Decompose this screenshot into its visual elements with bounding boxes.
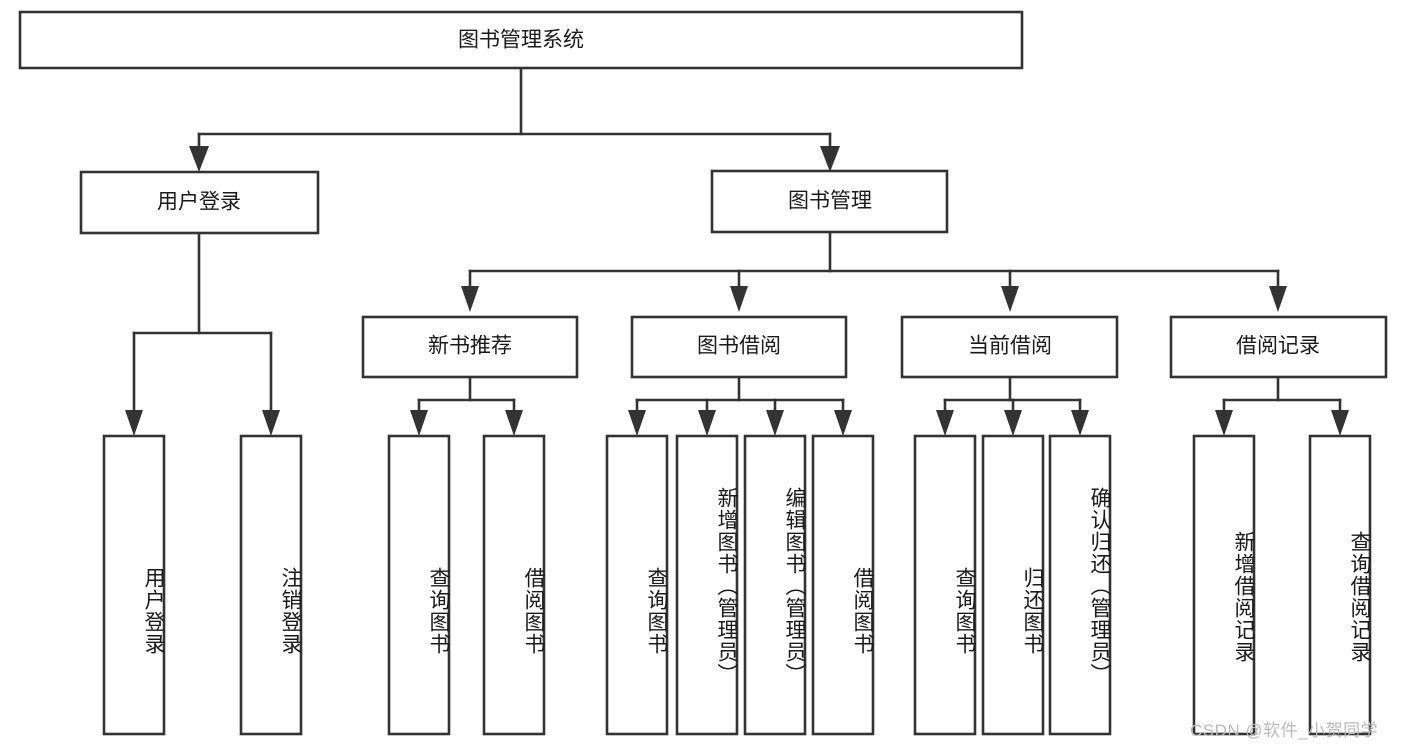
node-leaf-borrow-book-2-box[interactable] [811, 434, 875, 736]
arrow-to-new-book-rec [461, 286, 479, 312]
watermark-text: CSDN @软件_小贺同学 [1190, 721, 1379, 740]
arrow-to-book-borrow [730, 286, 748, 312]
connector-group-new-book-rec [410, 375, 523, 436]
arrow-to-leaf-borrow-book-1 [505, 410, 523, 436]
arrow-to-leaf-query-book-1 [410, 410, 428, 436]
node-book-borrow-box[interactable] [630, 315, 848, 379]
node-leaf-user-login-box[interactable] [102, 434, 166, 736]
node-leaf-query-book-3-box[interactable] [913, 434, 977, 736]
node-leaf-logout-box[interactable] [239, 434, 303, 736]
node-root-label: 图书管理系统 [458, 29, 584, 52]
node-current-borrow[interactable]: 当前借阅 [900, 315, 1119, 379]
connector-group-current-borrow [936, 375, 1089, 436]
arrow-to-leaf-query-book-2 [628, 410, 646, 436]
arrow-to-leaf-confirm-return [1071, 410, 1089, 436]
node-leaf-borrow-book-1-box[interactable] [482, 434, 546, 736]
arrow-to-leaf-edit-book [766, 410, 784, 436]
node-book-borrow-label: 图书借阅 [697, 335, 781, 358]
node-user-login[interactable]: 用户登录 [79, 170, 320, 235]
node-borrow-record[interactable]: 借阅记录 [1169, 315, 1388, 379]
node-leaf-add-book-box[interactable] [675, 434, 739, 736]
node-root[interactable]: 图书管理系统 [18, 10, 1024, 70]
node-leaf-query-book-2-box[interactable] [605, 434, 669, 736]
arrow-to-leaf-query-book-3 [936, 410, 954, 436]
arrow-root-to-user-login [189, 146, 209, 172]
arrow-root-to-book-manage [820, 146, 840, 172]
node-new-book-rec-box[interactable] [361, 315, 579, 379]
node-leaf-edit-book-box[interactable] [743, 434, 807, 736]
node-book-borrow[interactable]: 图书借阅 [630, 315, 848, 379]
node-current-borrow-label: 当前借阅 [968, 335, 1052, 358]
node-book-manage-label: 图书管理 [788, 190, 872, 213]
arrow-to-borrow-record [1269, 286, 1287, 312]
node-leaf-query-record-box[interactable] [1308, 434, 1372, 736]
node-book-manage[interactable]: 图书管理 [710, 169, 949, 234]
leaf-boxes-group [102, 434, 1372, 736]
connector-group-root [189, 66, 840, 172]
node-leaf-confirm-return-box[interactable] [1048, 434, 1112, 736]
arrow-to-leaf-user-login [125, 410, 143, 436]
node-new-book-rec[interactable]: 新书推荐 [361, 315, 579, 379]
node-borrow-record-box[interactable] [1169, 315, 1388, 379]
node-leaf-query-book-1-box[interactable] [387, 434, 451, 736]
node-leaf-add-record-box[interactable] [1192, 434, 1256, 736]
arrow-to-leaf-query-record [1331, 410, 1349, 436]
node-leaf-return-book-box[interactable] [981, 434, 1045, 736]
node-user-login-label: 用户登录 [157, 191, 241, 214]
arrow-to-leaf-return-book [1004, 410, 1022, 436]
arrow-to-leaf-add-book [698, 410, 716, 436]
arrow-to-leaf-borrow-book-2 [834, 410, 852, 436]
connector-group-book-borrow [628, 375, 852, 436]
connector-group-user-login [125, 231, 280, 436]
node-current-borrow-box[interactable] [900, 315, 1119, 379]
arrow-to-leaf-logout [262, 410, 280, 436]
node-user-login-box[interactable] [79, 170, 320, 235]
node-borrow-record-label: 借阅记录 [1236, 335, 1320, 358]
node-book-manage-box[interactable] [710, 169, 949, 234]
node-root-box[interactable] [18, 10, 1024, 70]
node-new-book-rec-label: 新书推荐 [428, 335, 512, 358]
arrow-to-current-borrow [1001, 286, 1019, 312]
connector-group-borrow-record [1215, 375, 1349, 436]
arrow-to-leaf-add-record [1215, 410, 1233, 436]
connector-group-book-manage [461, 230, 1287, 312]
